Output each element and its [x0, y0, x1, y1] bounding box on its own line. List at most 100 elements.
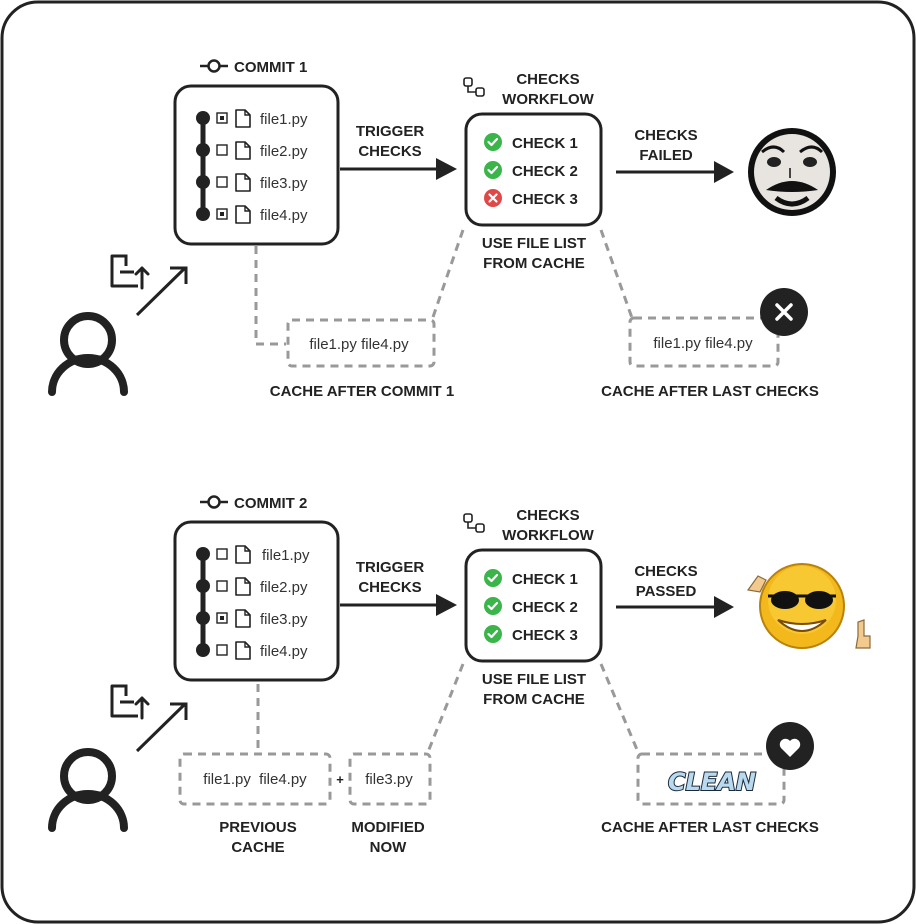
cache-box [348, 752, 432, 806]
svg-text:CHECK 2: CHECK 2 [512, 163, 578, 180]
result-label-line2: FAILED [639, 147, 693, 164]
cache-label-line2: CACHE [231, 839, 284, 856]
result-arrow-head [714, 161, 734, 183]
panel-2: COMMIT 2 file1.py file2.py file3.py file… [48, 495, 871, 856]
trigger-arrow-head [436, 158, 457, 180]
cache-label-line1: PREVIOUS [219, 819, 297, 836]
file-name: file4.py [260, 207, 308, 224]
check-row: CHECK 1 [484, 569, 578, 588]
cache-box [628, 316, 780, 368]
close-icon [760, 288, 808, 336]
connector-dashed [599, 663, 640, 753]
file-name: file1.py [260, 111, 308, 128]
svg-text:CHECK 3: CHECK 3 [512, 627, 578, 644]
workflow-title-line2: WORKFLOW [502, 91, 594, 108]
check-row: CHECK 1 [484, 133, 578, 152]
workflow-title-line1: CHECKS [516, 507, 579, 524]
cache-box [286, 318, 436, 368]
commit-box [173, 84, 340, 246]
check-row: CHECK 3 [484, 625, 578, 644]
workflow-title-line2: WORKFLOW [502, 527, 594, 544]
commit-icon [200, 59, 228, 73]
file-row: file2.py [196, 577, 308, 596]
use-cache-line1: USE FILE LIST [482, 235, 586, 252]
file-row: file4.py [196, 205, 308, 224]
user-icon [48, 312, 128, 396]
checkbox-icon [216, 144, 228, 156]
file-name: file4.py [260, 643, 308, 660]
file-icon [235, 545, 251, 564]
upload-icon [110, 254, 150, 290]
trigger-label-line1: TRIGGER [356, 123, 425, 140]
checkbox-icon [216, 580, 228, 592]
file-icon [235, 205, 251, 224]
user-icon [48, 748, 128, 832]
diagonal-arrow-icon [135, 266, 188, 317]
file-row: file1.py [196, 109, 308, 128]
cache-content: file1.py file4.py [203, 771, 307, 788]
file-icon [235, 577, 251, 596]
use-cache-line1: USE FILE LIST [482, 671, 586, 688]
trigger-label-line2: CHECKS [358, 143, 421, 160]
upload-icon [110, 684, 150, 720]
result-label-line2: PASSED [636, 583, 697, 600]
workflow-icon [463, 77, 485, 97]
check-row: CHECK 3 [484, 189, 578, 208]
cache-label-line2: NOW [370, 839, 408, 856]
file-icon [235, 609, 251, 628]
cache-box [178, 752, 332, 806]
use-cache-line2: FROM CACHE [483, 691, 585, 708]
cache-content: file1.py file4.py [309, 336, 409, 353]
file-name: file3.py [260, 175, 308, 192]
trigger-label-line1: TRIGGER [356, 559, 425, 576]
file-name: file2.py [260, 579, 308, 596]
cache-label: CACHE AFTER COMMIT 1 [270, 383, 454, 400]
connector-dashed [426, 663, 465, 753]
commit-title: COMMIT 1 [234, 59, 307, 76]
svg-text:CHECK 1: CHECK 1 [512, 571, 578, 588]
heart-icon [766, 722, 814, 770]
clean-wordart: CLEAN [668, 768, 756, 796]
commit-title: COMMIT 2 [234, 495, 307, 512]
result-label-line1: CHECKS [634, 563, 697, 580]
file-row: file2.py [196, 141, 308, 160]
result-arrow-head [714, 596, 734, 618]
check-row: CHECK 2 [484, 597, 578, 616]
cache-content: file3.py [365, 771, 413, 788]
trigger-label-line2: CHECKS [358, 579, 421, 596]
svg-text:CHECK 2: CHECK 2 [512, 599, 578, 616]
connector-dashed [430, 229, 465, 321]
checkbox-icon [216, 612, 228, 624]
workflow-title-line1: CHECKS [516, 71, 579, 88]
commit-box [173, 520, 340, 682]
cache-content: file1.py file4.py [653, 335, 753, 352]
file-row: file3.py [196, 609, 308, 628]
svg-text:CHECK 3: CHECK 3 [512, 191, 578, 208]
workflow-icon [463, 513, 485, 533]
file-name: file2.py [260, 143, 308, 160]
cache-box [636, 752, 786, 806]
svg-text:CHECK 1: CHECK 1 [512, 135, 578, 152]
file-icon [235, 109, 251, 128]
file-icon [235, 141, 251, 160]
file-row: file1.py [196, 545, 310, 564]
trigger-arrow-head [436, 594, 457, 616]
cool-smiley-icon [746, 563, 871, 649]
sad-face-icon [748, 128, 836, 216]
use-cache-line2: FROM CACHE [483, 255, 585, 272]
file-row: file4.py [196, 641, 308, 660]
cache-label-line1: MODIFIED [351, 819, 424, 836]
check-row: CHECK 2 [484, 161, 578, 180]
file-name: file3.py [260, 611, 308, 628]
file-icon [235, 641, 251, 660]
connector-dashed [599, 229, 634, 319]
commit-icon [200, 495, 228, 509]
plus-sign: + [336, 772, 344, 787]
panel-1: COMMIT 1 file1.py file2.py file3.py file… [48, 59, 836, 400]
result-label-line1: CHECKS [634, 127, 697, 144]
checkbox-icon [216, 208, 228, 220]
checkbox-icon [216, 176, 228, 188]
file-row: file3.py [196, 173, 308, 192]
cache-label: CACHE AFTER LAST CHECKS [601, 383, 819, 400]
